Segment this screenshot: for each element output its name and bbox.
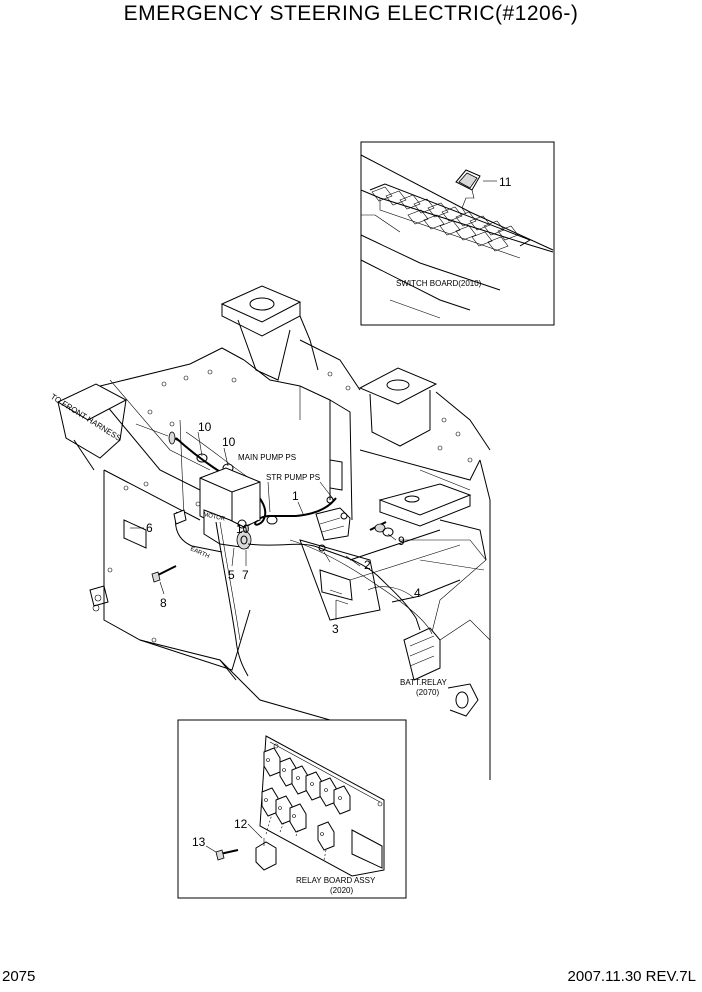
callout-10-low: 10 xyxy=(236,522,250,536)
callout-5: 5 xyxy=(228,568,235,582)
switch-board-inset: 11 SWITCH BOARD(2010) xyxy=(360,141,555,326)
revision-date: 2007.11.30 REV.7L xyxy=(567,968,696,985)
callout-7: 7 xyxy=(242,568,249,582)
callout-10-top: 10 xyxy=(198,420,212,434)
relay-board-label: RELAY BOARD ASSY xyxy=(296,876,376,885)
callout-3: 3 xyxy=(332,622,339,636)
chassis-frame xyxy=(56,285,491,780)
callout-8: 8 xyxy=(160,596,167,610)
emergency-steering-wiring: MOTOR EARTH xyxy=(151,431,461,677)
callout-9: 9 xyxy=(398,534,405,548)
switch-board-label: SWITCH BOARD(2010) xyxy=(396,279,482,288)
main-pump-ps-label: MAIN PUMP PS xyxy=(238,453,296,462)
callout-10-mid: 10 xyxy=(222,435,236,449)
relay-board-inset: 12 13 RELAY BOARD ASSY (2020) xyxy=(177,719,407,899)
callout-11: 11 xyxy=(499,175,512,189)
page-number: 2075 xyxy=(2,968,36,985)
batt-relay-label: BATT.RELAY xyxy=(400,678,447,687)
callout-1: 1 xyxy=(292,489,299,503)
motor-label: MOTOR xyxy=(203,512,227,523)
callout-2: 2 xyxy=(364,558,371,572)
earth-label: EARTH xyxy=(189,546,210,560)
batt-relay-code: (2070) xyxy=(416,688,439,697)
callout-13: 13 xyxy=(192,835,206,849)
callout-4: 4 xyxy=(414,586,421,600)
relay-board-code: (2020) xyxy=(330,886,353,895)
str-pump-ps-label: STR PUMP PS xyxy=(266,473,320,482)
callout-6: 6 xyxy=(146,521,153,535)
page-title: EMERGENCY STEERING ELECTRIC(#1206-) xyxy=(123,2,579,25)
callout-12: 12 xyxy=(234,817,248,831)
